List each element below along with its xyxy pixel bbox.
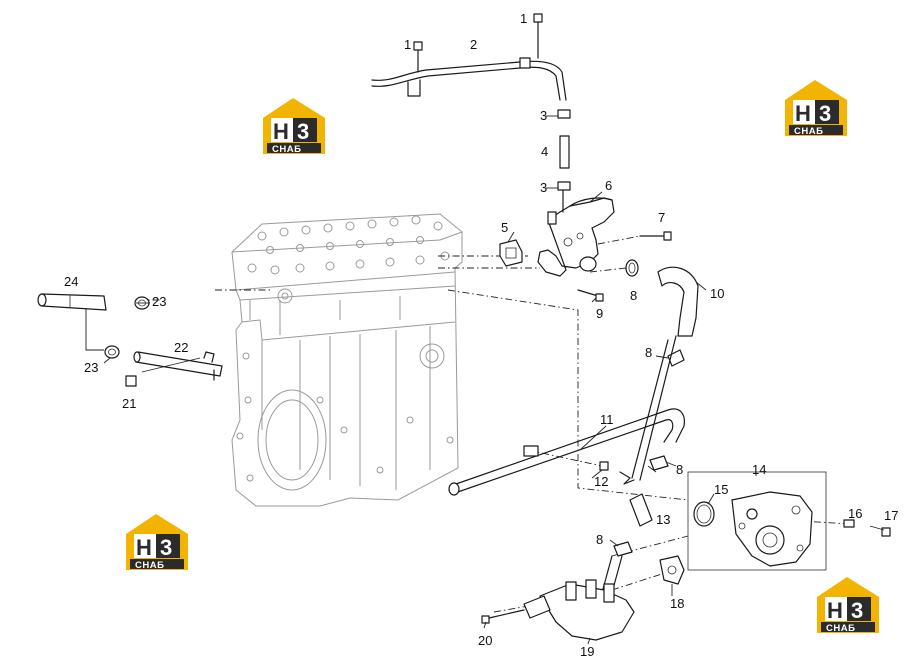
- part-3-clamp-top: [557, 109, 571, 119]
- callout-3-bottom: 3: [540, 180, 547, 195]
- part-4-hose: [559, 135, 570, 169]
- callout-6: 6: [605, 178, 612, 193]
- part-12-bolt: [599, 461, 609, 471]
- callout-4: 4: [541, 144, 548, 159]
- callout-8-b: 8: [645, 345, 652, 360]
- callout-20: 20: [478, 633, 492, 648]
- part-24-hose: [37, 293, 107, 311]
- part-8-clamp-lower: [613, 541, 633, 557]
- callout-16: 16: [848, 506, 862, 521]
- callout-1-right: 1: [520, 11, 527, 26]
- callout-24: 24: [64, 274, 78, 289]
- callout-7: 7: [658, 210, 665, 225]
- callout-1-left: 1: [404, 37, 411, 52]
- logo-sub: СНАБ: [135, 560, 164, 571]
- callout-9: 9: [596, 306, 603, 321]
- part-1-bolt-left: [413, 41, 423, 73]
- part-19-inlet-elbow: [523, 579, 635, 641]
- part-11-long-pipe: [448, 335, 685, 496]
- callout-8-a: 8: [630, 288, 637, 303]
- part-2-return-pipe: [371, 57, 567, 101]
- logo-sub: СНАБ: [794, 126, 823, 137]
- part-21-bolt: [125, 375, 137, 387]
- part-18-gasket: [659, 555, 685, 585]
- callout-12: 12: [594, 474, 608, 489]
- callout-23-upper: 23: [152, 294, 166, 309]
- part-3-clamp-bottom: [557, 181, 571, 191]
- part-9-bolt: [577, 289, 604, 302]
- part-6-thermostat-housing: [537, 189, 615, 277]
- callout-17: 17: [884, 508, 898, 523]
- leader-lines: [85, 115, 885, 645]
- callout-22: 22: [174, 340, 188, 355]
- callout-14: 14: [752, 462, 766, 477]
- engine-block: [231, 213, 463, 507]
- callout-13: 13: [656, 512, 670, 527]
- part-14-water-pump-group: [687, 471, 827, 571]
- part-10-upper-hose: [657, 266, 699, 337]
- part-15-o-ring: [693, 501, 715, 527]
- callout-11: 11: [600, 412, 614, 427]
- callout-23-lower: 23: [84, 360, 98, 375]
- part-16-stud: [843, 519, 855, 528]
- logo-sub: СНАБ: [272, 144, 301, 155]
- part-1-bolt-right: [533, 13, 543, 59]
- part-17-nut: [881, 527, 891, 537]
- part-7-bolt: [639, 231, 672, 241]
- callout-5: 5: [501, 220, 508, 235]
- callout-10: 10: [710, 286, 724, 301]
- part-22-tube: [133, 351, 223, 381]
- part-8-clamp-right: [649, 455, 669, 471]
- part-5-gasket: [499, 239, 523, 267]
- part-20-bolt: [481, 609, 525, 624]
- callout-15: 15: [714, 482, 728, 497]
- logo-sub: СНАБ: [826, 623, 855, 634]
- callout-8-c: 8: [676, 462, 683, 477]
- callout-18: 18: [670, 596, 684, 611]
- part-23-clamp-lower: [104, 345, 120, 359]
- callout-19: 19: [580, 644, 594, 659]
- callout-2: 2: [470, 37, 477, 52]
- callout-21: 21: [122, 396, 136, 411]
- callout-3-top: 3: [540, 108, 547, 123]
- callout-8-d: 8: [596, 532, 603, 547]
- part-8-clamp-upper: [625, 259, 639, 277]
- callout-labels: 1 1 2 3 3 4 5 6 7 8 8 8 8 9 10 11 12 13 …: [64, 11, 898, 659]
